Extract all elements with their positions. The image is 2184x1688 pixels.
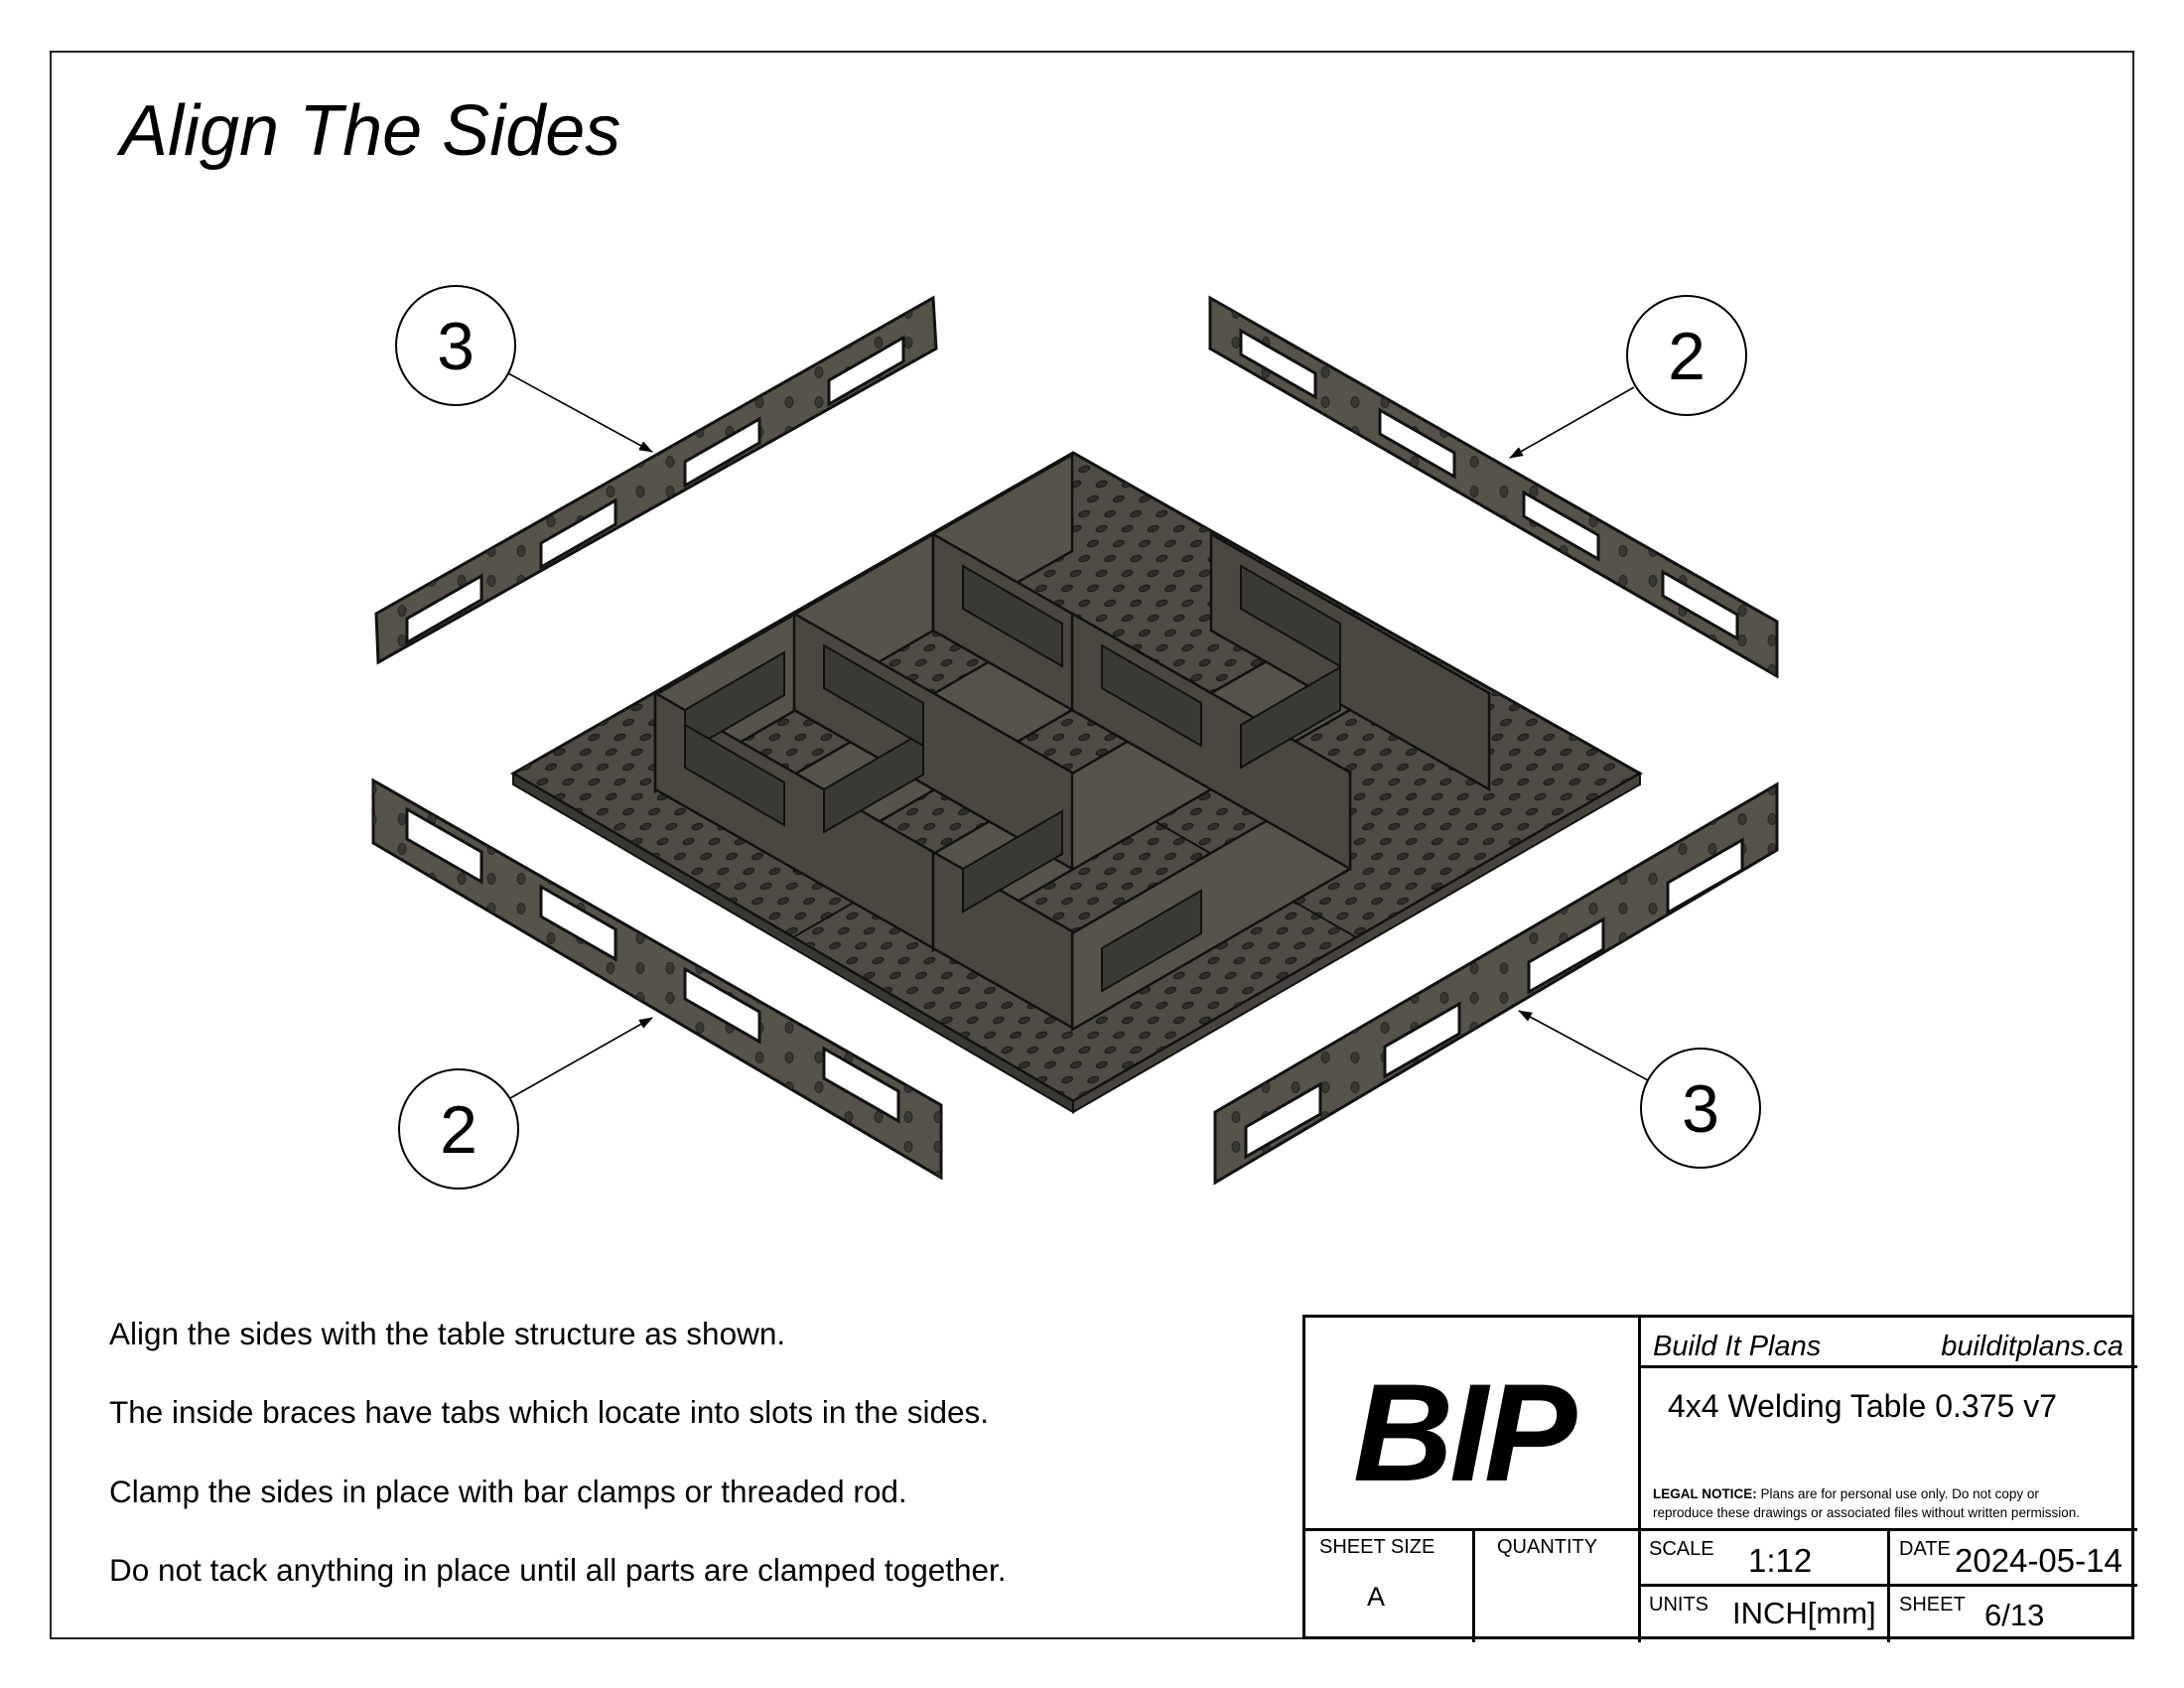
balloon-top-right: 2 xyxy=(1626,295,1747,416)
leader-bottom-right xyxy=(1518,1010,1649,1081)
balloon-top-left: 3 xyxy=(395,285,516,406)
leader-lines xyxy=(507,372,1649,1099)
scale-value: 1:12 xyxy=(1748,1542,1813,1579)
legal-notice: LEGAL NOTICE: Plans are for personal use… xyxy=(1653,1484,2080,1522)
sheet-size-value: A xyxy=(1367,1582,1386,1612)
balloon-label: 2 xyxy=(1668,319,1706,394)
balloon-bottom-left: 2 xyxy=(398,1068,519,1190)
date-value: 2024-05-14 xyxy=(1955,1542,2122,1579)
sheet-border xyxy=(50,51,2134,1639)
date-label: DATE xyxy=(1899,1538,1951,1560)
side-bar-bottom-right xyxy=(1213,781,1779,1186)
sheet-value: 6/13 xyxy=(1984,1598,2045,1632)
units-label: UNITS xyxy=(1649,1594,1708,1616)
quantity-label: QUANTITY xyxy=(1497,1536,1598,1558)
note-4: Do not tack anything in place until all … xyxy=(109,1552,1007,1588)
side-bar-top-right xyxy=(1208,295,1779,679)
note-2: The inside braces have tabs which locate… xyxy=(109,1394,989,1430)
units-value: INCH[mm] xyxy=(1732,1596,1876,1630)
sheet-label: SHEET xyxy=(1899,1594,1966,1616)
side-bar-bottom-left xyxy=(371,777,943,1181)
legal-notice-text-1: Plans are for personal use only. Do not … xyxy=(1756,1486,2039,1501)
legal-notice-text-2: reproduce these drawings or associated f… xyxy=(1653,1505,2080,1520)
sheet-size-label: SHEET SIZE xyxy=(1319,1536,1435,1558)
balloon-label: 3 xyxy=(437,309,475,384)
inside-braces xyxy=(653,452,1491,1033)
company-website: builditplans.ca xyxy=(1941,1331,2123,1362)
page-title: Align The Sides xyxy=(120,91,621,171)
balloon-label: 3 xyxy=(1682,1071,1719,1147)
balloon-bottom-right: 3 xyxy=(1640,1048,1761,1169)
leader-bottom-left xyxy=(509,1017,653,1099)
drawing-title: 4x4 Welding Table 0.375 v7 xyxy=(1668,1388,2057,1424)
balloon-label: 2 xyxy=(440,1092,478,1168)
note-3: Clamp the sides in place with bar clamps… xyxy=(109,1474,907,1509)
title-block: BIP Build It Plans builditplans.ca 4x4 W… xyxy=(1302,1315,2137,1642)
note-1: Align the sides with the table structure… xyxy=(109,1316,786,1351)
legal-notice-label: LEGAL NOTICE: xyxy=(1653,1486,1757,1501)
bip-logo: BIP xyxy=(1353,1354,1576,1510)
leader-top-right xyxy=(1509,386,1635,459)
company-name: Build It Plans xyxy=(1653,1331,1822,1362)
scale-label: SCALE xyxy=(1649,1538,1714,1560)
leader-top-left xyxy=(507,372,653,453)
side-bar-top-left xyxy=(374,295,938,665)
